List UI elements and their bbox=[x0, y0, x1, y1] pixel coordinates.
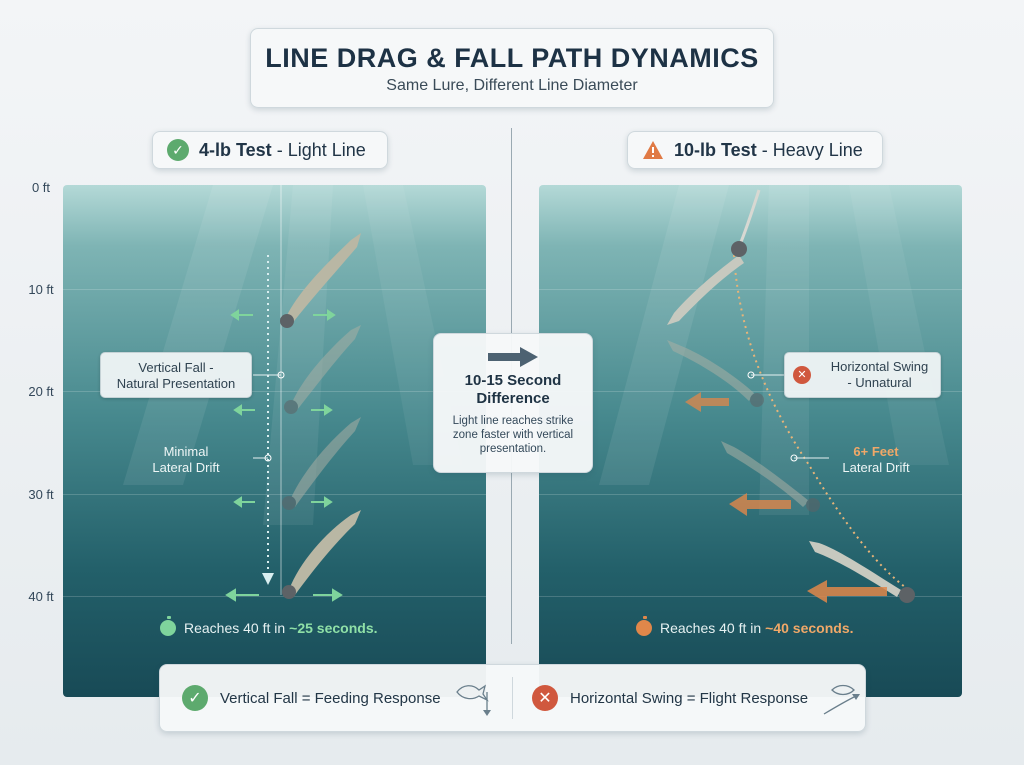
difference-card: 10-15 Second Difference Light line reach… bbox=[433, 333, 593, 473]
feeding-response-text: Vertical Fall = Feeding Response bbox=[220, 689, 441, 707]
fall-path-arrowhead bbox=[262, 573, 274, 585]
lure-icon bbox=[721, 441, 820, 512]
reach-prefix: Reaches 40 ft in bbox=[184, 620, 286, 636]
gridline bbox=[63, 596, 486, 597]
page-title: LINE DRAG & FALL PATH DYNAMICS bbox=[265, 43, 759, 73]
swing-path bbox=[733, 254, 910, 591]
flight-response-text: Horizontal Swing = Flight Response bbox=[570, 689, 809, 707]
heavy-line-tag-bold: 10-lb Test bbox=[674, 139, 757, 160]
gridline bbox=[63, 289, 486, 290]
reach-prefix: Reaches 40 ft in bbox=[660, 620, 762, 636]
light-line-tag-rest: - Light Line bbox=[276, 139, 366, 160]
lure-icon bbox=[282, 510, 361, 599]
light-line-water-panel bbox=[63, 185, 486, 697]
arrow-right-icon bbox=[488, 347, 538, 367]
drift-arrows bbox=[685, 392, 887, 603]
reach-value: ~25 seconds. bbox=[289, 620, 378, 636]
heavy-line-reach-time: Reaches 40 ft in ~40 seconds. bbox=[636, 616, 854, 636]
difference-body: Light line reaches strike zone faster wi… bbox=[452, 415, 574, 455]
x-icon: ✕ bbox=[532, 685, 558, 711]
lateral-drift-label: 6+ Feet Lateral Drift bbox=[830, 444, 922, 476]
light-rays bbox=[599, 185, 949, 515]
reach-value: ~40 seconds. bbox=[765, 620, 854, 636]
heavy-line-tag-rest: - Heavy Line bbox=[761, 139, 863, 160]
lure-icon bbox=[809, 541, 915, 603]
gridline bbox=[539, 494, 962, 495]
lateral-drift-value: 6+ Feet bbox=[853, 444, 899, 459]
gridline bbox=[539, 596, 962, 597]
x-icon: ✕ bbox=[793, 366, 811, 384]
heavy-line-water-panel bbox=[539, 185, 962, 697]
gridline bbox=[63, 391, 486, 392]
depth-label-0: 0 ft bbox=[31, 180, 51, 195]
warning-icon bbox=[643, 141, 663, 159]
title-card: LINE DRAG & FALL PATH DYNAMICS Same Lure… bbox=[250, 28, 774, 108]
lure-icon bbox=[282, 417, 361, 510]
light-line-tag: ✓ 4-lb Test - Light Line bbox=[152, 131, 388, 169]
depth-label-30: 30 ft bbox=[28, 487, 54, 502]
stopwatch-icon bbox=[160, 616, 176, 636]
heavy-line-fall-diagram bbox=[667, 189, 915, 603]
horizontal-swing-callout: ✕ Horizontal Swing - Unnatural bbox=[784, 352, 941, 398]
depth-label-20: 20 ft bbox=[28, 384, 54, 399]
heavy-line-tag: 10-lb Test - Heavy Line bbox=[627, 131, 883, 169]
flight-response-item: ✕ Horizontal Swing = Flight Response bbox=[532, 665, 864, 731]
horizontal-swing-text: Horizontal Swing - Unnatural bbox=[830, 359, 929, 390]
light-line-reach-time: Reaches 40 ft in ~25 seconds. bbox=[160, 616, 378, 636]
fish-flee-icon bbox=[823, 684, 861, 715]
vertical-fall-callout: Vertical Fall - Natural Presentation bbox=[100, 352, 252, 398]
page-subtitle: Same Lure, Different Line Diameter bbox=[386, 77, 638, 94]
gridline bbox=[63, 494, 486, 495]
drift-arrows bbox=[225, 309, 343, 602]
summary-card: ✓ Vertical Fall = Feeding Response ✕ Hor… bbox=[159, 664, 866, 732]
fishing-line bbox=[737, 189, 761, 248]
lure-icon bbox=[667, 241, 747, 325]
light-line-fall-diagram bbox=[225, 185, 361, 602]
check-icon: ✓ bbox=[182, 685, 208, 711]
lure-icon bbox=[667, 340, 764, 407]
difference-title: 10-15 Second Difference bbox=[464, 372, 562, 407]
fish-down-icon bbox=[455, 684, 491, 716]
check-icon: ✓ bbox=[167, 139, 189, 161]
gridline bbox=[539, 289, 962, 290]
feeding-response-item: ✓ Vertical Fall = Feeding Response bbox=[182, 665, 497, 731]
stopwatch-icon bbox=[636, 616, 652, 636]
lure-icon bbox=[284, 325, 361, 414]
depth-label-10: 10 ft bbox=[28, 282, 54, 297]
minimal-drift-label: Minimal Lateral Drift bbox=[152, 444, 220, 475]
depth-label-40: 40 ft bbox=[28, 589, 54, 604]
lure-icon bbox=[280, 233, 361, 328]
summary-divider bbox=[512, 677, 513, 719]
light-line-tag-bold: 4-lb Test bbox=[199, 139, 272, 160]
lateral-drift-text: Lateral Drift bbox=[842, 460, 910, 475]
